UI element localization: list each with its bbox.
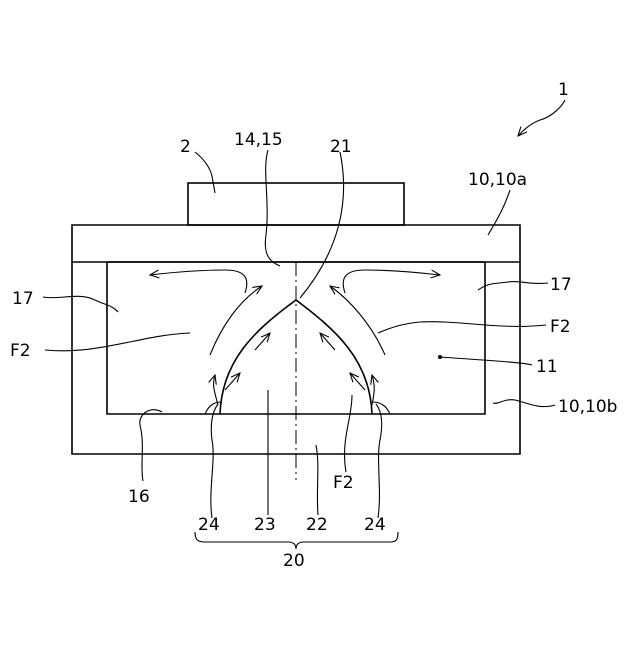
flow-arrow-top-left [150, 270, 247, 293]
label-assembly: 20 [283, 551, 305, 571]
leader-flow-left [45, 333, 190, 351]
flow-arrow-bottom-left [214, 375, 218, 405]
leader-lid [488, 190, 510, 235]
leader-component [195, 152, 215, 193]
label-flow-bottom: F2 [333, 473, 354, 493]
leader-side-wall-right [478, 282, 548, 290]
label-opening: 14,15 [234, 130, 283, 150]
label-lid: 10,10a [468, 170, 527, 190]
label-device: 1 [558, 80, 569, 100]
label-base-left: 24 [198, 515, 220, 535]
flow-arrow-mid-right [320, 333, 335, 350]
flow-arrow-low-right [350, 373, 365, 390]
base-foot-right [372, 402, 390, 414]
label-axis: 21 [330, 137, 352, 157]
flow-arrow-mid-left [255, 333, 270, 350]
flow-arrow-bottom-right [372, 375, 374, 405]
flow-arrow-upper-left [210, 286, 262, 355]
leader-base-right [376, 404, 382, 518]
leader-opening [265, 150, 280, 266]
space-point [438, 355, 442, 359]
label-component: 2 [180, 137, 191, 157]
label-body: 23 [254, 515, 276, 535]
label-casing: 10,10b [558, 397, 617, 417]
component-block [188, 183, 404, 225]
label-bottom-surface: 16 [128, 487, 150, 507]
leader-base-left [211, 404, 218, 518]
leader-stem [316, 445, 318, 515]
leader-casing [493, 400, 555, 407]
label-stem: 22 [306, 515, 328, 535]
flow-arrow-upper-right [330, 286, 385, 355]
label-base-right: 24 [364, 515, 386, 535]
label-flow-left: F2 [10, 341, 31, 361]
leader-device [518, 100, 565, 136]
leader-flow-bottom [345, 395, 352, 472]
flow-arrow-top-right [343, 270, 440, 293]
label-side-wall-right: 17 [550, 275, 572, 295]
leader-bottom-surface [140, 410, 162, 481]
leader-space [440, 357, 532, 365]
label-space: 11 [536, 357, 558, 377]
label-flow-right: F2 [550, 317, 571, 337]
label-side-wall-left: 17 [12, 289, 34, 309]
